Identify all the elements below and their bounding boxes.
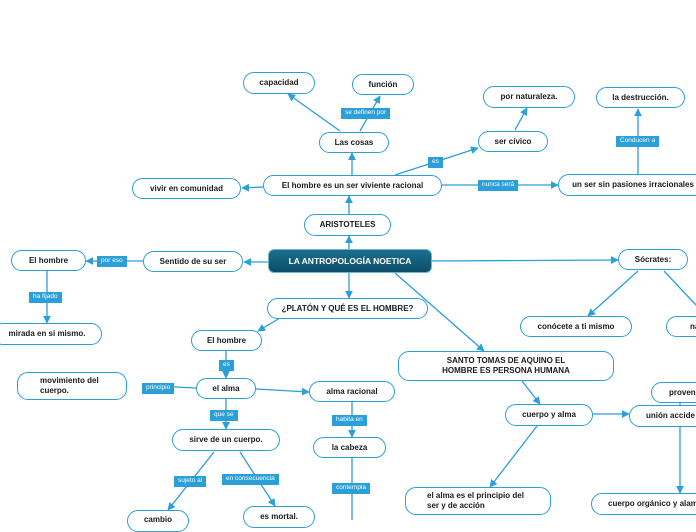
label-nunca-sera: nunca será [478, 180, 519, 191]
edge-root-santotomas [394, 272, 485, 352]
label-principio: principio [142, 383, 175, 394]
node-mortal[interactable]: es mortal. [243, 506, 315, 528]
node-por-naturaleza[interactable]: por naturaleza. [483, 86, 575, 108]
label-por-eso: por eso [97, 256, 127, 267]
node-alma-racional[interactable]: alma racional [309, 381, 395, 402]
node-nat[interactable]: nat [666, 316, 696, 337]
node-la-destruccion[interactable]: la destrucción. [596, 87, 685, 108]
node-ser-civico[interactable]: ser cívico [478, 131, 548, 152]
node-movimiento[interactable]: movimiento del cuerpo. [17, 372, 127, 400]
node-principio-accion[interactable]: el alma es el principio del ser y de acc… [405, 487, 551, 515]
label-es-2: es [219, 360, 234, 371]
node-funcion[interactable]: función [352, 74, 414, 95]
label-es-1: es [428, 157, 443, 168]
node-santo-tomas[interactable]: SANTO TOMAS DE AQUINO EL HOMBRE ES PERSO… [398, 351, 614, 381]
node-hombre-viviente[interactable]: El hombre es un ser viviente racional [263, 175, 442, 196]
node-el-hombre-1[interactable]: El hombre [11, 250, 86, 271]
node-el-hombre-2[interactable]: El hombre [191, 330, 262, 351]
node-cambio[interactable]: cambio [127, 510, 189, 532]
edge-platon-hombre2 [257, 317, 281, 332]
node-union[interactable]: unión accide [629, 405, 696, 427]
node-socrates[interactable]: Sócrates: [618, 249, 688, 270]
node-sentido[interactable]: Sentido de su ser [143, 251, 243, 272]
label-que-se: que se [210, 410, 238, 421]
node-el-alma[interactable]: el alma [196, 378, 256, 399]
edge-hombre-comunidad [241, 183, 265, 192]
node-capacidad[interactable]: capacidad [243, 72, 315, 94]
label-se-definen-por: se definen por [341, 108, 391, 119]
label-conducen-a: Conducen a [616, 136, 660, 147]
node-la-cabeza[interactable]: la cabeza [313, 437, 386, 458]
label-habita-en: habita en [332, 415, 367, 426]
node-aristoteles[interactable]: ARISTOTELES [304, 214, 391, 236]
root-node[interactable]: LA ANTROPOLOGÍA NOETICA [268, 249, 432, 273]
edge-root-socrates [431, 256, 619, 264]
edge-cosas-capacidad [287, 93, 341, 132]
node-organico[interactable]: cuerpo orgánico y alam [591, 493, 696, 515]
label-contempla: contempla [332, 483, 370, 494]
node-sin-pasiones[interactable]: un ser sin pasiones irracionales [558, 174, 696, 196]
node-platon[interactable]: ¿PLATÓN Y QUÉ ES EL HOMBRE? [267, 298, 428, 319]
edge-alma-racional [255, 387, 310, 396]
label-en-consecuencia: en consecuencia [222, 474, 279, 485]
node-conocete[interactable]: conócete a ti mismo [520, 316, 632, 337]
label-ha-fijado: ha fijado [29, 292, 62, 303]
label-sujeto-al: sujeto al [174, 476, 207, 487]
node-sirve[interactable]: sirve de un cuerpo. [172, 429, 280, 451]
edge-civico-naturaleza [514, 107, 528, 131]
edge-cuerpoalma-principio [489, 425, 538, 488]
edge-socrates-conocete [587, 270, 639, 317]
node-las-cosas[interactable]: Las cosas [319, 132, 389, 153]
node-vivir-comunidad[interactable]: vivir en comunidad [132, 178, 241, 199]
edge-socrates-nat [663, 270, 696, 306]
node-cuerpo-alma[interactable]: cuerpo y alma [505, 404, 593, 426]
node-provenir[interactable]: proveni [651, 382, 696, 403]
node-mirada[interactable]: mirada en si mismo. [0, 323, 102, 345]
edge-tomas-cuerpoalma [521, 380, 541, 405]
